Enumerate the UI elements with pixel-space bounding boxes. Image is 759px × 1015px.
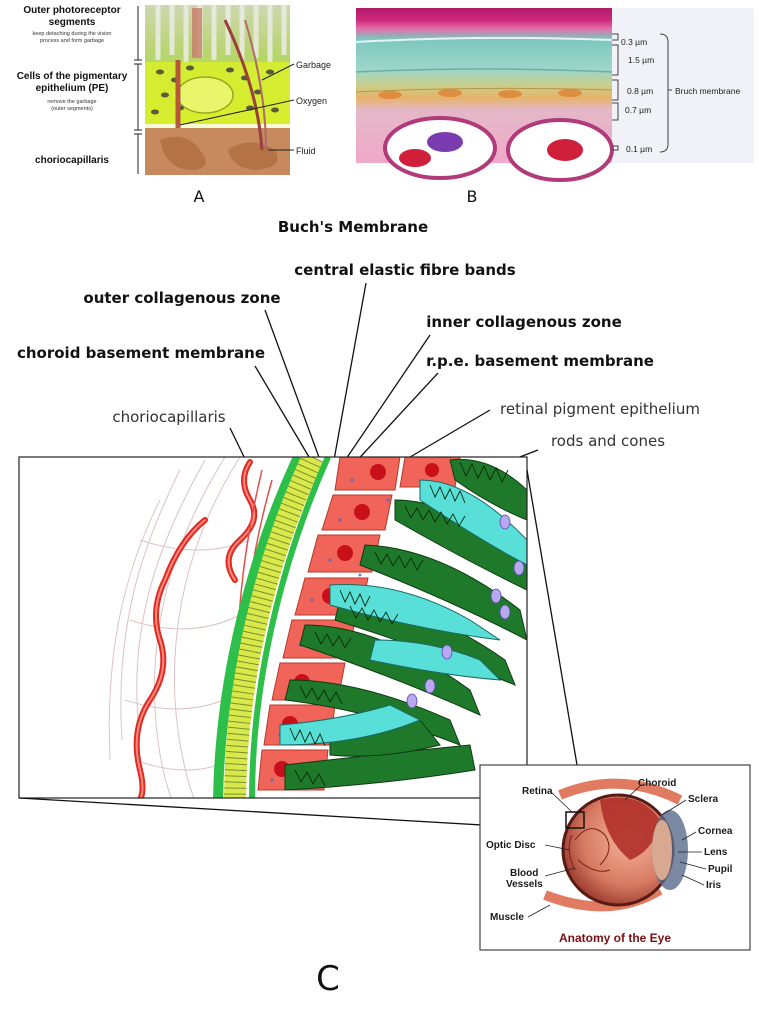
eye-label-cornea: Cornea (698, 826, 733, 837)
eye-label-sclera: Sclera (688, 794, 718, 805)
measure-0-7: 0.7 µm (625, 105, 651, 115)
label-inner-collagenous: inner collagenous zone (426, 313, 622, 331)
eye-label-pupil: Pupil (708, 864, 733, 875)
label-choriocapillaris-c: choriocapillaris (112, 408, 225, 426)
label-keep-detaching: keep detaching during the vision (33, 31, 112, 37)
panel-c-frame (18, 456, 528, 799)
label-rods-cones: rods and cones (551, 432, 665, 450)
label-epithelium-pe: epithelium (PE) (36, 83, 109, 94)
panel-a-illustration (145, 5, 290, 175)
photoreceptors (279, 458, 527, 791)
panel-a-label: A (194, 187, 205, 206)
panel-c: Buch's Membrane central elastic fibre ba… (17, 218, 751, 999)
label-bruch-membrane-b: Bruch membrane (675, 86, 740, 96)
label-outer-segments: (outer segments) (51, 106, 93, 112)
eye-anatomy-inset: Retina Choroid Sclera Cornea Lens Pupil … (479, 764, 751, 951)
panel-b-label: B (467, 187, 478, 206)
panel-a-brackets (134, 6, 142, 174)
measure-0-3: 0.3 µm (621, 37, 647, 47)
label-remove-garbage: remove the garbage (47, 99, 96, 105)
label-rpe-basement: r.p.e. basement membrane (426, 352, 654, 370)
label-choroid-basement: choroid basement membrane (17, 344, 265, 362)
eye-pointers (527, 785, 707, 918)
panel-a: Outer photoreceptor segments keep detach… (17, 5, 331, 206)
panel-b-brackets (612, 33, 672, 153)
measure-0-1: 0.1 µm (626, 144, 652, 154)
panel-b-legend-bg (612, 8, 754, 163)
eye-title: Anatomy of the Eye (559, 931, 671, 945)
eye-label-muscle: Muscle (490, 912, 524, 923)
label-oxygen: Oxygen (296, 96, 327, 106)
label-central-elastic: central elastic fibre bands (294, 261, 516, 279)
label-choriocapillaris-a: choriocapillaris (35, 155, 109, 166)
panel-c-pointers (229, 282, 539, 467)
label-outer-photoreceptor: Outer photoreceptor (23, 5, 120, 16)
retina-cross-section (19, 457, 527, 798)
zoom-lines (18, 469, 586, 831)
panel-a-pointers (179, 63, 295, 151)
measure-1-5: 1.5 µm (628, 55, 654, 65)
label-retinal-pigment: retinal pigment epithelium (500, 400, 700, 418)
eye-label-retina: Retina (522, 786, 553, 797)
eye-label-lens: Lens (704, 847, 728, 858)
eye-label-blood: Blood (510, 868, 538, 879)
panel-b-illustration (355, 8, 614, 182)
label-outer-collagenous: outer collagenous zone (83, 289, 280, 307)
eye-label-vessels: Vessels (506, 879, 543, 890)
eye-label-choroid: Choroid (638, 778, 676, 789)
label-segments: segments (49, 17, 96, 28)
label-fluid: Fluid (296, 146, 316, 156)
eye-label-optic-disc: Optic Disc (486, 840, 536, 851)
label-form-garbage: process and form garbage (40, 38, 104, 44)
panel-c-title: Buch's Membrane (278, 218, 428, 236)
panel-c-label: C (316, 959, 340, 999)
label-cells-pigmentary: Cells of the pigmentary (17, 71, 128, 82)
panel-b: 0.3 µm 1.5 µm 0.8 µm 0.7 µm 0.1 µm Bruch… (355, 8, 754, 206)
label-garbage: Garbage (296, 60, 331, 70)
measure-0-8: 0.8 µm (627, 86, 653, 96)
zoom-box (565, 811, 585, 829)
eye-label-iris: Iris (706, 880, 721, 891)
